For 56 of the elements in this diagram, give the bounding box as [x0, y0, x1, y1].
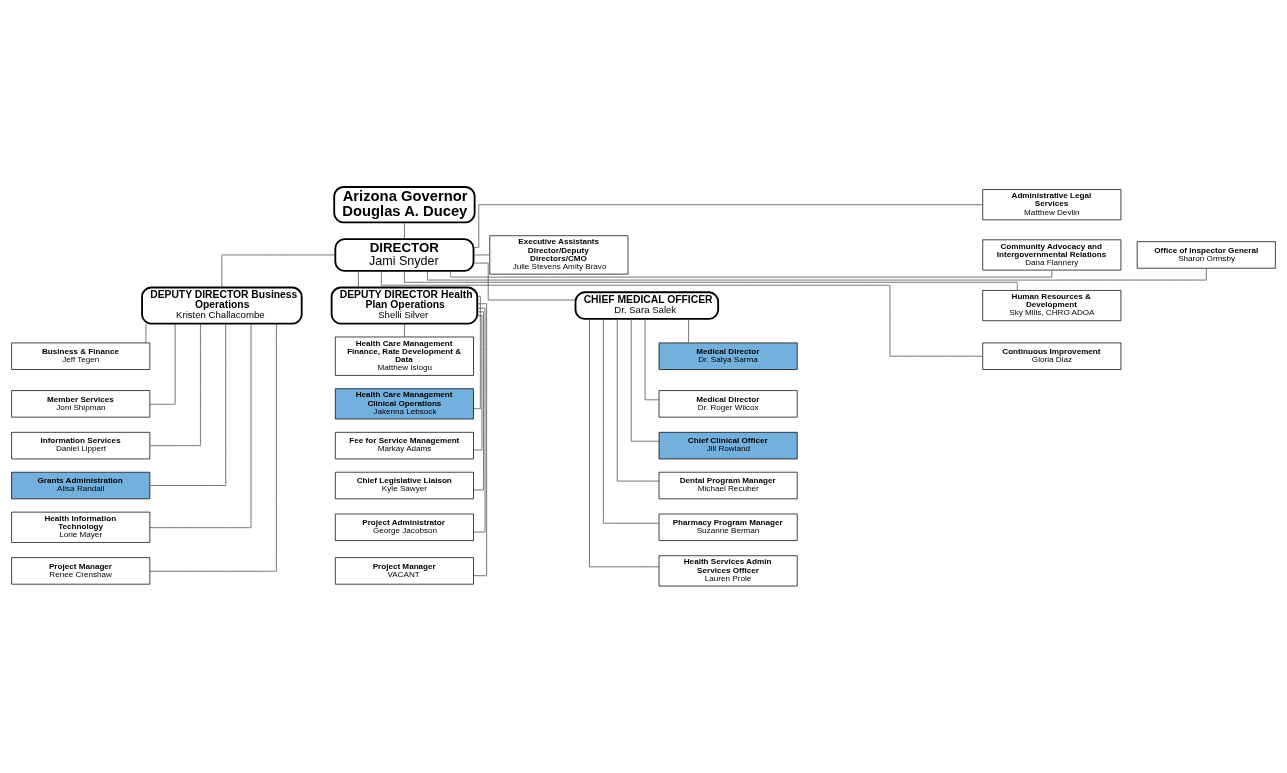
node-box: DEPUTY DIRECTOR Business Operations Kristen Challacombe: [141, 286, 303, 325]
node-box: Information Services Daniel Lippert: [11, 431, 151, 460]
connector: [149, 323, 201, 446]
connector: [358, 270, 359, 288]
node-box: DEPUTY DIRECTOR Health Plan Operations Shelli Silver: [330, 286, 479, 325]
connector: [149, 323, 227, 486]
connector: [473, 307, 486, 533]
connector: [630, 318, 660, 442]
node-box: Grants Administration Alisa Randall: [11, 471, 151, 500]
node-box: CHIEF MEDICAL OFFICER Dr. Sara Salek: [574, 291, 720, 320]
node-box: Project Manager Renee Crenshaw: [11, 557, 151, 585]
node-box: Chief Legislative Liaison Kyle Sawyer: [334, 471, 474, 500]
node-box: Medical Director Dr. Satya Sarma: [658, 342, 798, 370]
connector: [473, 295, 481, 410]
node-box: Arizona Governor Douglas A. Ducey: [333, 186, 476, 224]
node-box: Chief Clinical Officer Jill Rowland: [658, 431, 798, 460]
node-box: Project Manager VACANT: [334, 557, 474, 585]
connector: [149, 323, 252, 529]
connector: [473, 311, 484, 491]
connector: [644, 318, 660, 401]
node-box: Office of Inspector General Sharon Ormsby: [1136, 241, 1276, 269]
node-box: Medical Director Dr. Roger Wilcox: [658, 390, 798, 418]
node-box: Health Information Technology Lorie Mayer: [11, 511, 151, 543]
node-box: Health Care Management Clinical Operations Jakenna Lebsock: [334, 388, 474, 420]
node-box: Human Resources & Development Sky Mills, CHRO ADOA: [982, 290, 1122, 322]
connector: [381, 270, 984, 357]
node-box: Continuous Improvement Gloria Diaz: [982, 342, 1122, 370]
node-box: Project Administrator George Jacobson: [334, 513, 474, 541]
node-box: Pharmacy Program Manager Suzanne Berman: [658, 513, 798, 541]
connector: [221, 254, 336, 288]
node-box: Administrative Legal Services Matthew Devlin: [982, 189, 1122, 221]
node-box: DIRECTOR Jami Snyder: [334, 238, 475, 272]
connector: [149, 323, 176, 405]
connector: [404, 270, 1018, 291]
node-box: Health Services Admin Services Officer Lauren Prole: [658, 555, 798, 587]
connector: [688, 318, 689, 343]
node-box: Fee for Service Management Markay Adams: [334, 431, 474, 460]
connector: [145, 323, 147, 344]
connector: [473, 254, 491, 256]
connector: [473, 262, 576, 301]
connector: [589, 318, 660, 568]
node-box: Dental Program Manager Michael Recuber: [658, 471, 798, 500]
connector: [603, 318, 660, 524]
connector: [404, 323, 405, 338]
connector: [473, 204, 984, 248]
connector: [404, 222, 405, 240]
node-box: Executive Assistants Director/Deputy Directors/CMO Julie Stevens Amity Bravo: [489, 235, 629, 275]
connector: [149, 323, 277, 572]
node-box: Community Advocacy and Intergovernmental Relations Dana Flannery: [982, 239, 1122, 271]
node-box: Member Services Joni Shipman: [11, 390, 151, 418]
node-box: Health Care Management Finance, Rate Development & Data Matthew Isiogu: [334, 336, 474, 376]
connector: [450, 269, 1053, 278]
connector: [616, 318, 660, 482]
connector: [427, 268, 1207, 281]
node-box: Business & Finance Jeff Tegen: [11, 342, 151, 370]
connector: [473, 315, 483, 451]
